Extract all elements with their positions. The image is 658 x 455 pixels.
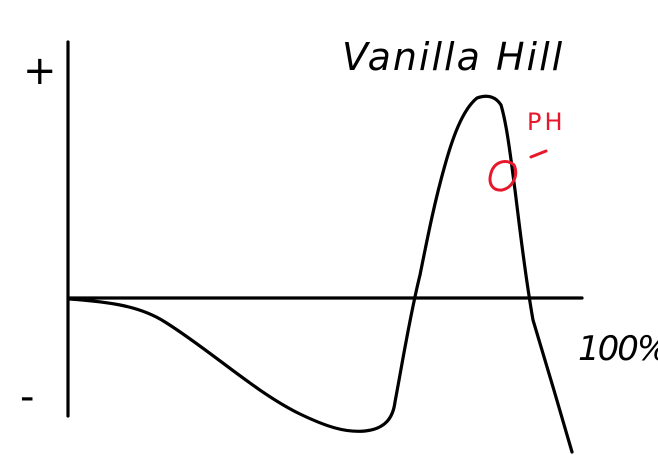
hill-curve <box>68 94 574 454</box>
y-axis-positive-label: + <box>23 48 57 94</box>
ph-label: PH <box>527 108 566 136</box>
o-ring-mark <box>488 160 518 192</box>
diagram-title: Vanilla Hill <box>342 35 564 79</box>
y-axis-negative-label: - <box>20 374 34 420</box>
x-axis-end-label: 100% <box>578 329 658 369</box>
bond-dash-mark <box>529 149 548 159</box>
